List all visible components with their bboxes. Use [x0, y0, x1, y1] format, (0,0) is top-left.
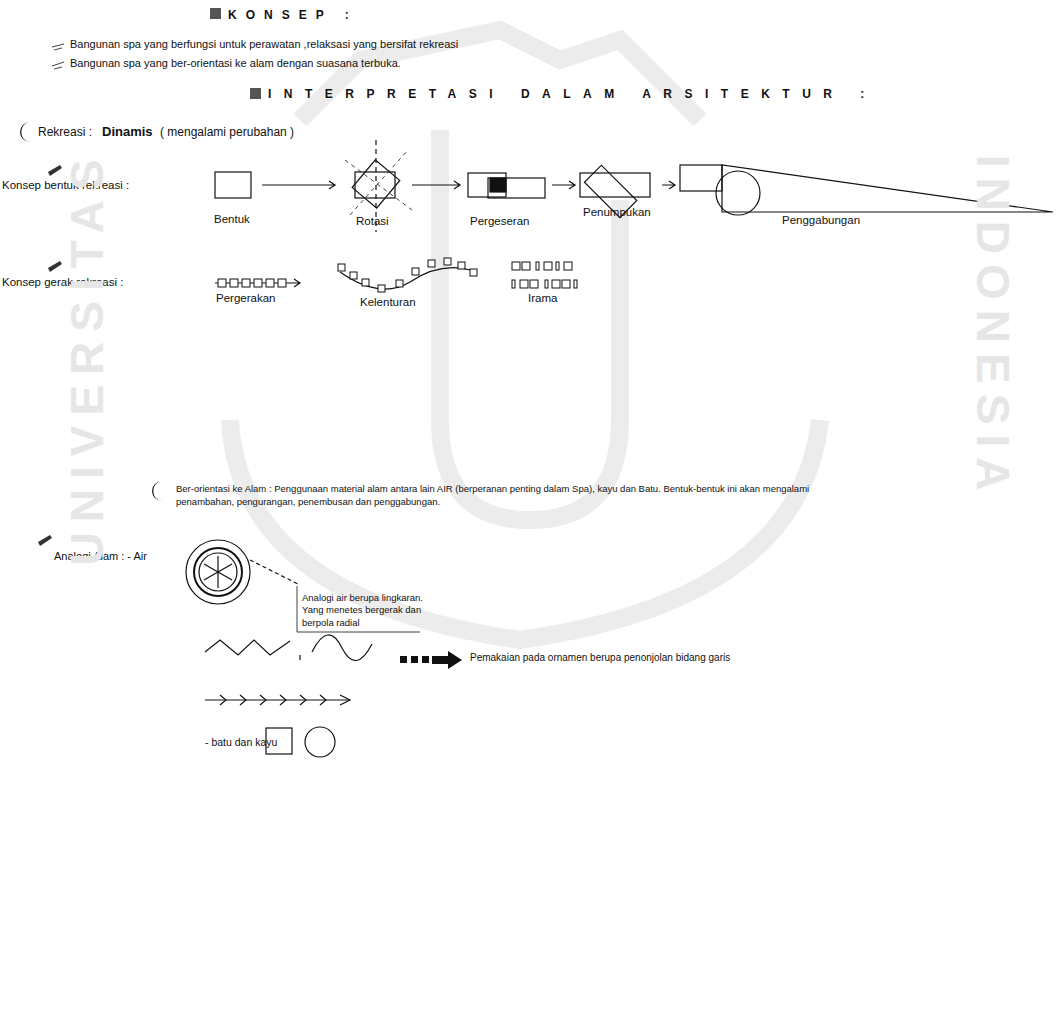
concept-text: Bangunan spa yang berfungsi untuk perawa…	[70, 38, 458, 51]
radial-lines	[204, 556, 232, 588]
form-rect	[488, 178, 545, 198]
pen-icon	[48, 165, 62, 176]
page-title: KONSEP :	[228, 8, 358, 22]
ripple	[186, 540, 250, 604]
form-rect	[468, 173, 506, 197]
watermark-logo	[230, 30, 820, 640]
pen-icon	[48, 261, 62, 272]
ornament-note: Pemakaian pada ornamen berupa penonjolan…	[470, 652, 730, 664]
moon-icon	[20, 122, 30, 142]
wood-circle	[305, 727, 335, 757]
arrow	[552, 181, 575, 189]
heading-icon	[250, 88, 261, 99]
axis	[345, 150, 412, 215]
form-label: Penggabungan	[782, 214, 860, 228]
form-label: Penumpukan	[583, 206, 651, 220]
watermark: INDONESIA	[965, 155, 1020, 501]
bullet-mark	[52, 44, 64, 50]
motion-label: Kelenturan	[360, 296, 416, 310]
arrow	[262, 181, 335, 189]
comma-mark	[299, 655, 300, 660]
form-rect	[680, 165, 722, 191]
arrow	[662, 181, 675, 189]
form-label: Bentuk	[214, 213, 250, 227]
analogy-label: - batu dan kayu	[205, 736, 277, 749]
nature-text: Ber-orientasi ke Alam : Penggunaan mater…	[176, 483, 866, 509]
motion-label: Pergerakan	[216, 292, 275, 306]
leader-line	[250, 560, 300, 585]
zigzag	[205, 640, 290, 655]
heading-icon	[210, 8, 221, 19]
ripple	[199, 553, 237, 591]
wave	[340, 268, 470, 289]
concept-text: Bangunan spa yang ber-orientasi ke alam …	[70, 57, 401, 70]
motion-label: Irama	[528, 292, 557, 306]
form-label: Rotasi	[356, 215, 389, 229]
motion-line	[215, 279, 300, 287]
pen-icon	[38, 535, 52, 546]
watermark: UNIVERSITAS	[60, 150, 115, 566]
wave	[312, 635, 372, 661]
callout-note: Analogi air berupa lingkaran. Yang menet…	[302, 592, 427, 629]
section-heading: INTERPRETASI DALAM ARSITEKTUR :	[268, 87, 877, 101]
ripple	[194, 548, 242, 596]
recreation-note: ( mengalami perubahan )	[160, 125, 294, 139]
form-label: Pergeseran	[470, 215, 529, 229]
recreation-label: Rekreasi :	[38, 125, 92, 139]
form-rect	[215, 172, 251, 198]
overlap-fill	[490, 178, 506, 192]
recreation-keyword: Dinamis	[102, 124, 153, 140]
moon-icon	[152, 481, 162, 501]
bullet-mark	[52, 62, 64, 69]
arrow	[412, 181, 460, 189]
